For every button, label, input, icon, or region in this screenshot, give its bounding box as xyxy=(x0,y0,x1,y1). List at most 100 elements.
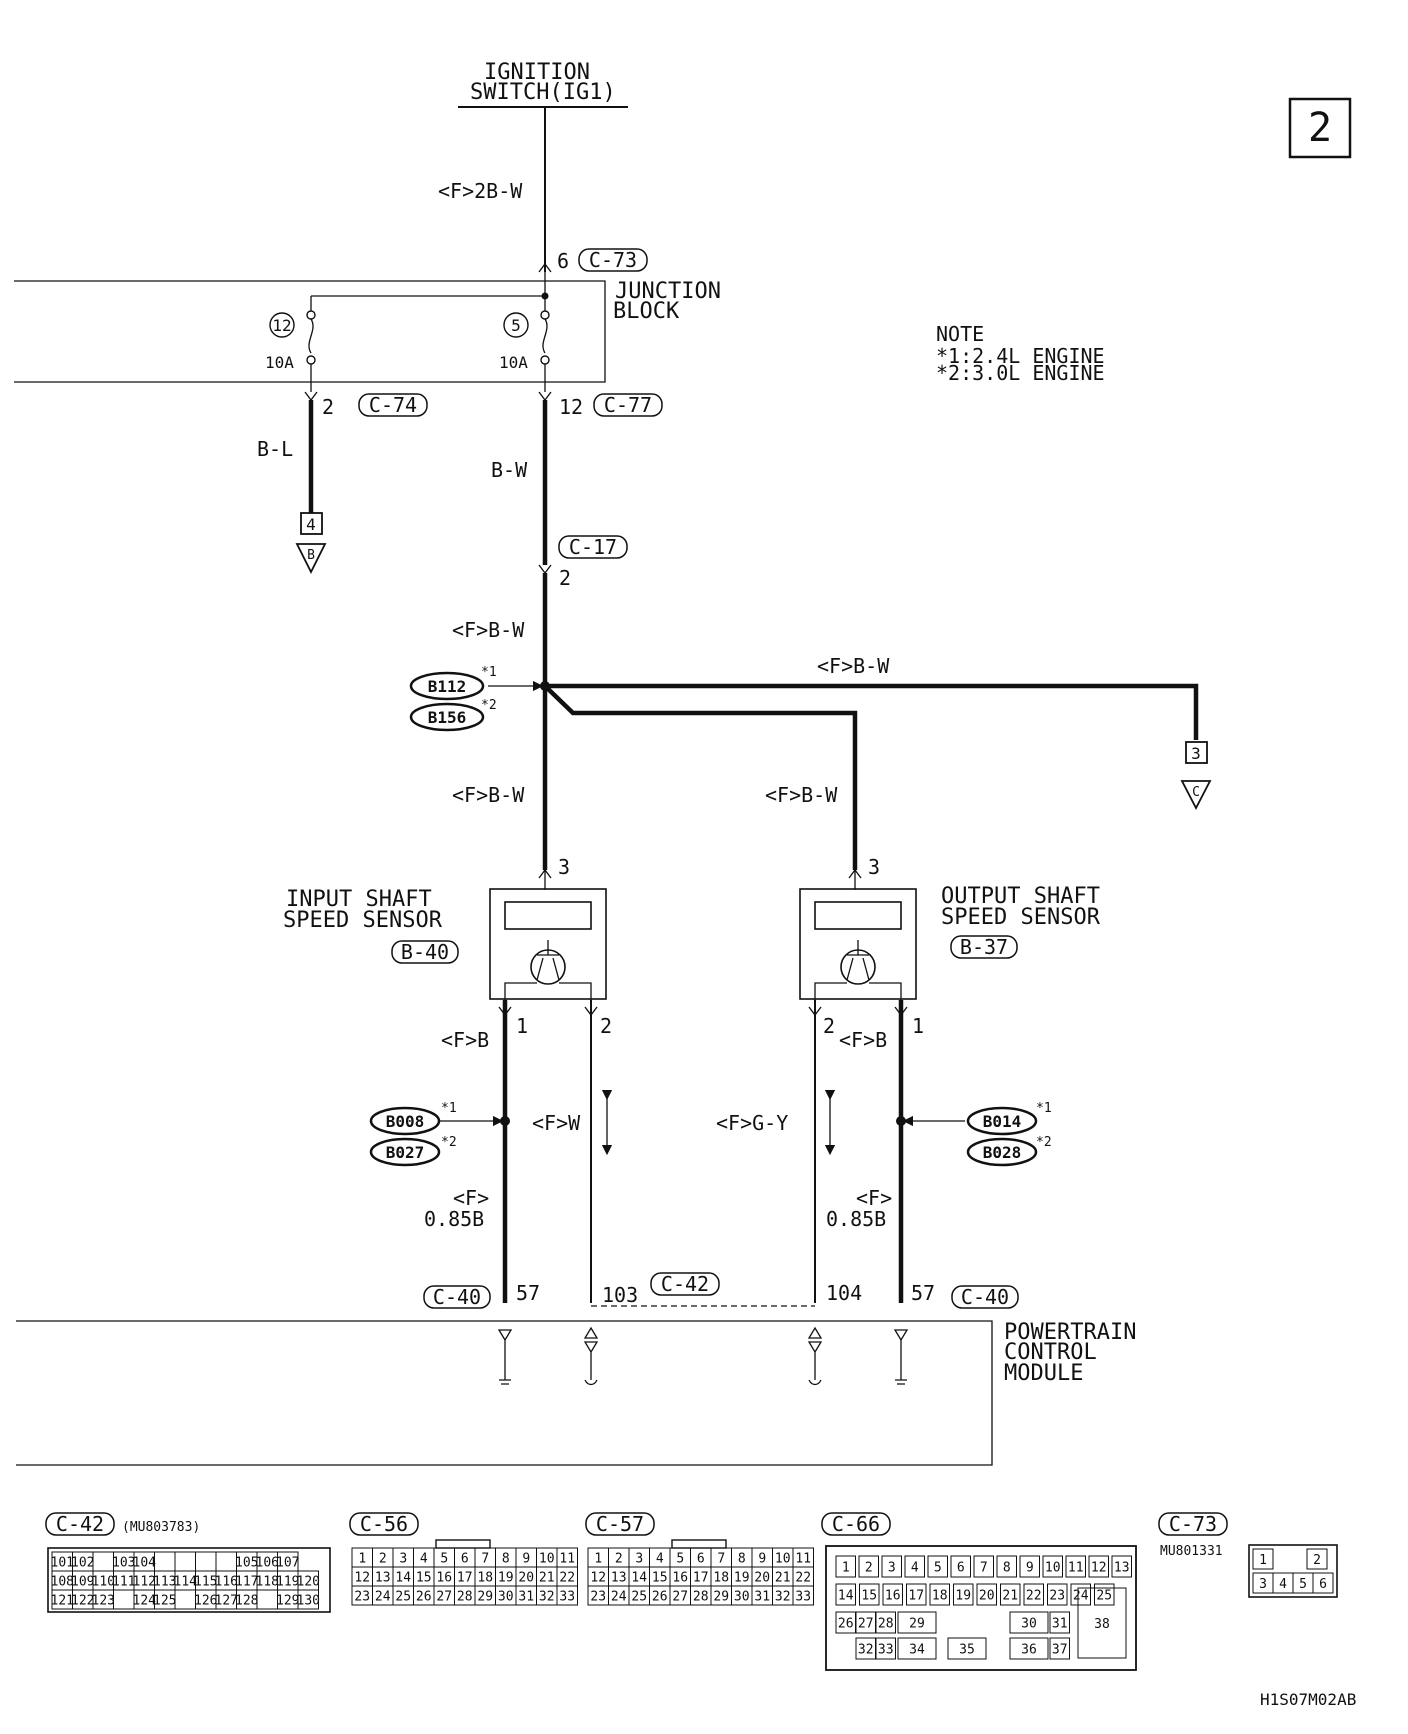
pin-2-c17: 2 xyxy=(559,566,571,590)
view-c66-cell xyxy=(1065,1555,1086,1578)
view-c42-pin: 122 xyxy=(71,1594,94,1609)
pin-103: 103 xyxy=(602,1283,638,1307)
view-c42-pin: 130 xyxy=(297,1594,320,1609)
view-c56-pin: 32 xyxy=(539,1590,555,1605)
view-c42-cell xyxy=(215,1551,237,1572)
note-title: NOTE xyxy=(936,322,984,346)
view-c66-cell xyxy=(906,1583,927,1606)
view-c73-pin: 1 xyxy=(1259,1553,1267,1568)
ref-c: C xyxy=(1192,785,1200,800)
view-c73-cell xyxy=(1252,1548,1274,1570)
view-c56-pin: 22 xyxy=(559,1571,575,1586)
ref-box-4 xyxy=(300,512,323,535)
view-c56-pin: 15 xyxy=(416,1571,432,1586)
splice-b156: B156 xyxy=(428,708,467,727)
view-c66-cell xyxy=(947,1637,987,1660)
view-c73-pin: 6 xyxy=(1319,1577,1327,1592)
splice-b008-star: *1 xyxy=(441,1101,457,1116)
view-c42-pin: 105 xyxy=(235,1556,258,1571)
view-c66-pin: 34 xyxy=(909,1643,925,1658)
view-c66-pin: 31 xyxy=(1052,1617,1068,1632)
view-c66-pin: 26 xyxy=(838,1617,854,1632)
wire-label-f085-right-2: 0.85B xyxy=(826,1207,886,1231)
pin-2-c74: 2 xyxy=(322,395,334,419)
view-c57-pin: 31 xyxy=(754,1590,770,1605)
splice-b028-star: *2 xyxy=(1036,1135,1052,1150)
pcm-label-2: CONTROL xyxy=(1004,1340,1097,1365)
view-c66-cell xyxy=(881,1555,902,1578)
pin-2-output: 2 xyxy=(823,1014,835,1038)
view-c66-pin: 9 xyxy=(1026,1561,1034,1576)
connector-c77: C-77 xyxy=(604,393,652,417)
view-c66-cell xyxy=(996,1555,1017,1578)
view-c56-pin: 31 xyxy=(518,1590,534,1605)
connector-c17: C-17 xyxy=(569,535,617,559)
connector-c42-badge xyxy=(650,1272,720,1296)
view-c66-pin: 5 xyxy=(934,1561,942,1576)
wire-label-fw: <F>W xyxy=(532,1111,581,1135)
view-c66-pin: 27 xyxy=(858,1617,874,1632)
wire-fbw-to-ref-c xyxy=(545,683,1199,740)
connector-c74: C-74 xyxy=(369,393,417,417)
view-c56-pin: 28 xyxy=(457,1590,473,1605)
view-c66-cell xyxy=(875,1611,896,1634)
view-c56-pin: 4 xyxy=(420,1552,428,1567)
view-c42-pin: 101 xyxy=(51,1556,74,1571)
view-c57-pin: 12 xyxy=(590,1571,606,1586)
view-c56-latch xyxy=(435,1539,491,1549)
view-c42-pin: 112 xyxy=(133,1575,156,1590)
view-c42-cell xyxy=(256,1589,278,1610)
view-c66-cell xyxy=(973,1555,994,1578)
view-c42-cell xyxy=(297,1589,319,1610)
view-c66-pin: 3 xyxy=(888,1561,896,1576)
view-c73-label: C-73 xyxy=(1169,1512,1217,1536)
view-c56-pin: 11 xyxy=(559,1552,575,1567)
view-c56-pin: 13 xyxy=(375,1571,391,1586)
pin-3-input: 3 xyxy=(558,855,570,879)
view-c66-pin: 24 xyxy=(1073,1589,1089,1604)
view-c57-pin: 16 xyxy=(672,1571,688,1586)
splice-b112-star: *1 xyxy=(481,665,497,680)
pin-1-input: 1 xyxy=(516,1014,528,1038)
view-c42-cell xyxy=(174,1589,196,1610)
view-c56-pin: 17 xyxy=(457,1571,473,1586)
view-c42-pin: 106 xyxy=(256,1556,279,1571)
view-c66-pin: 38 xyxy=(1094,1617,1110,1632)
view-c57-pin: 21 xyxy=(775,1571,791,1586)
input-shaft-speed-sensor xyxy=(489,888,607,1000)
view-c42-pin: 111 xyxy=(112,1575,135,1590)
view-c66-pin: 15 xyxy=(861,1589,877,1604)
fuse-5-amps: 10A xyxy=(499,353,528,372)
fuse-5-number: 5 xyxy=(511,316,521,335)
view-c56-pin: 7 xyxy=(481,1552,489,1567)
view-c57-pin: 4 xyxy=(656,1552,664,1567)
splice-b028-badge xyxy=(966,1137,1038,1167)
ignition-label-2: SWITCH(IG1) xyxy=(470,80,616,105)
view-c42-pin: 129 xyxy=(276,1594,299,1609)
view-c57-pin: 24 xyxy=(611,1590,627,1605)
view-c66-pin: 21 xyxy=(1002,1589,1018,1604)
view-c42-pin: 114 xyxy=(174,1575,198,1590)
view-c42-pin: 126 xyxy=(194,1594,217,1609)
view-c56-pin: 6 xyxy=(461,1552,469,1567)
view-c57-pin: 3 xyxy=(635,1552,643,1567)
view-c66-cell xyxy=(897,1611,937,1634)
view-c66-pin: 2 xyxy=(865,1561,873,1576)
pin-1-output: 1 xyxy=(912,1014,924,1038)
view-c56-cell xyxy=(556,1585,578,1606)
view-c57-pin: 27 xyxy=(672,1590,688,1605)
splice-b014: B014 xyxy=(983,1112,1022,1131)
fuse-5-badge xyxy=(503,312,529,338)
view-c66-cell xyxy=(882,1583,903,1606)
connector-arrow-c17 xyxy=(538,564,552,575)
view-c73-cell xyxy=(1306,1548,1328,1570)
wire-fbw-to-output-sensor xyxy=(543,684,858,870)
view-c42-housing xyxy=(47,1547,331,1613)
view-c57-pin: 18 xyxy=(713,1571,729,1586)
wire-label-fbw-d: <F>B-W xyxy=(765,783,838,807)
view-c66-pin: 32 xyxy=(858,1643,874,1658)
view-c66-pin: 10 xyxy=(1045,1561,1061,1576)
view-c66-cell xyxy=(1042,1555,1063,1578)
view-c57-badge xyxy=(585,1512,655,1536)
